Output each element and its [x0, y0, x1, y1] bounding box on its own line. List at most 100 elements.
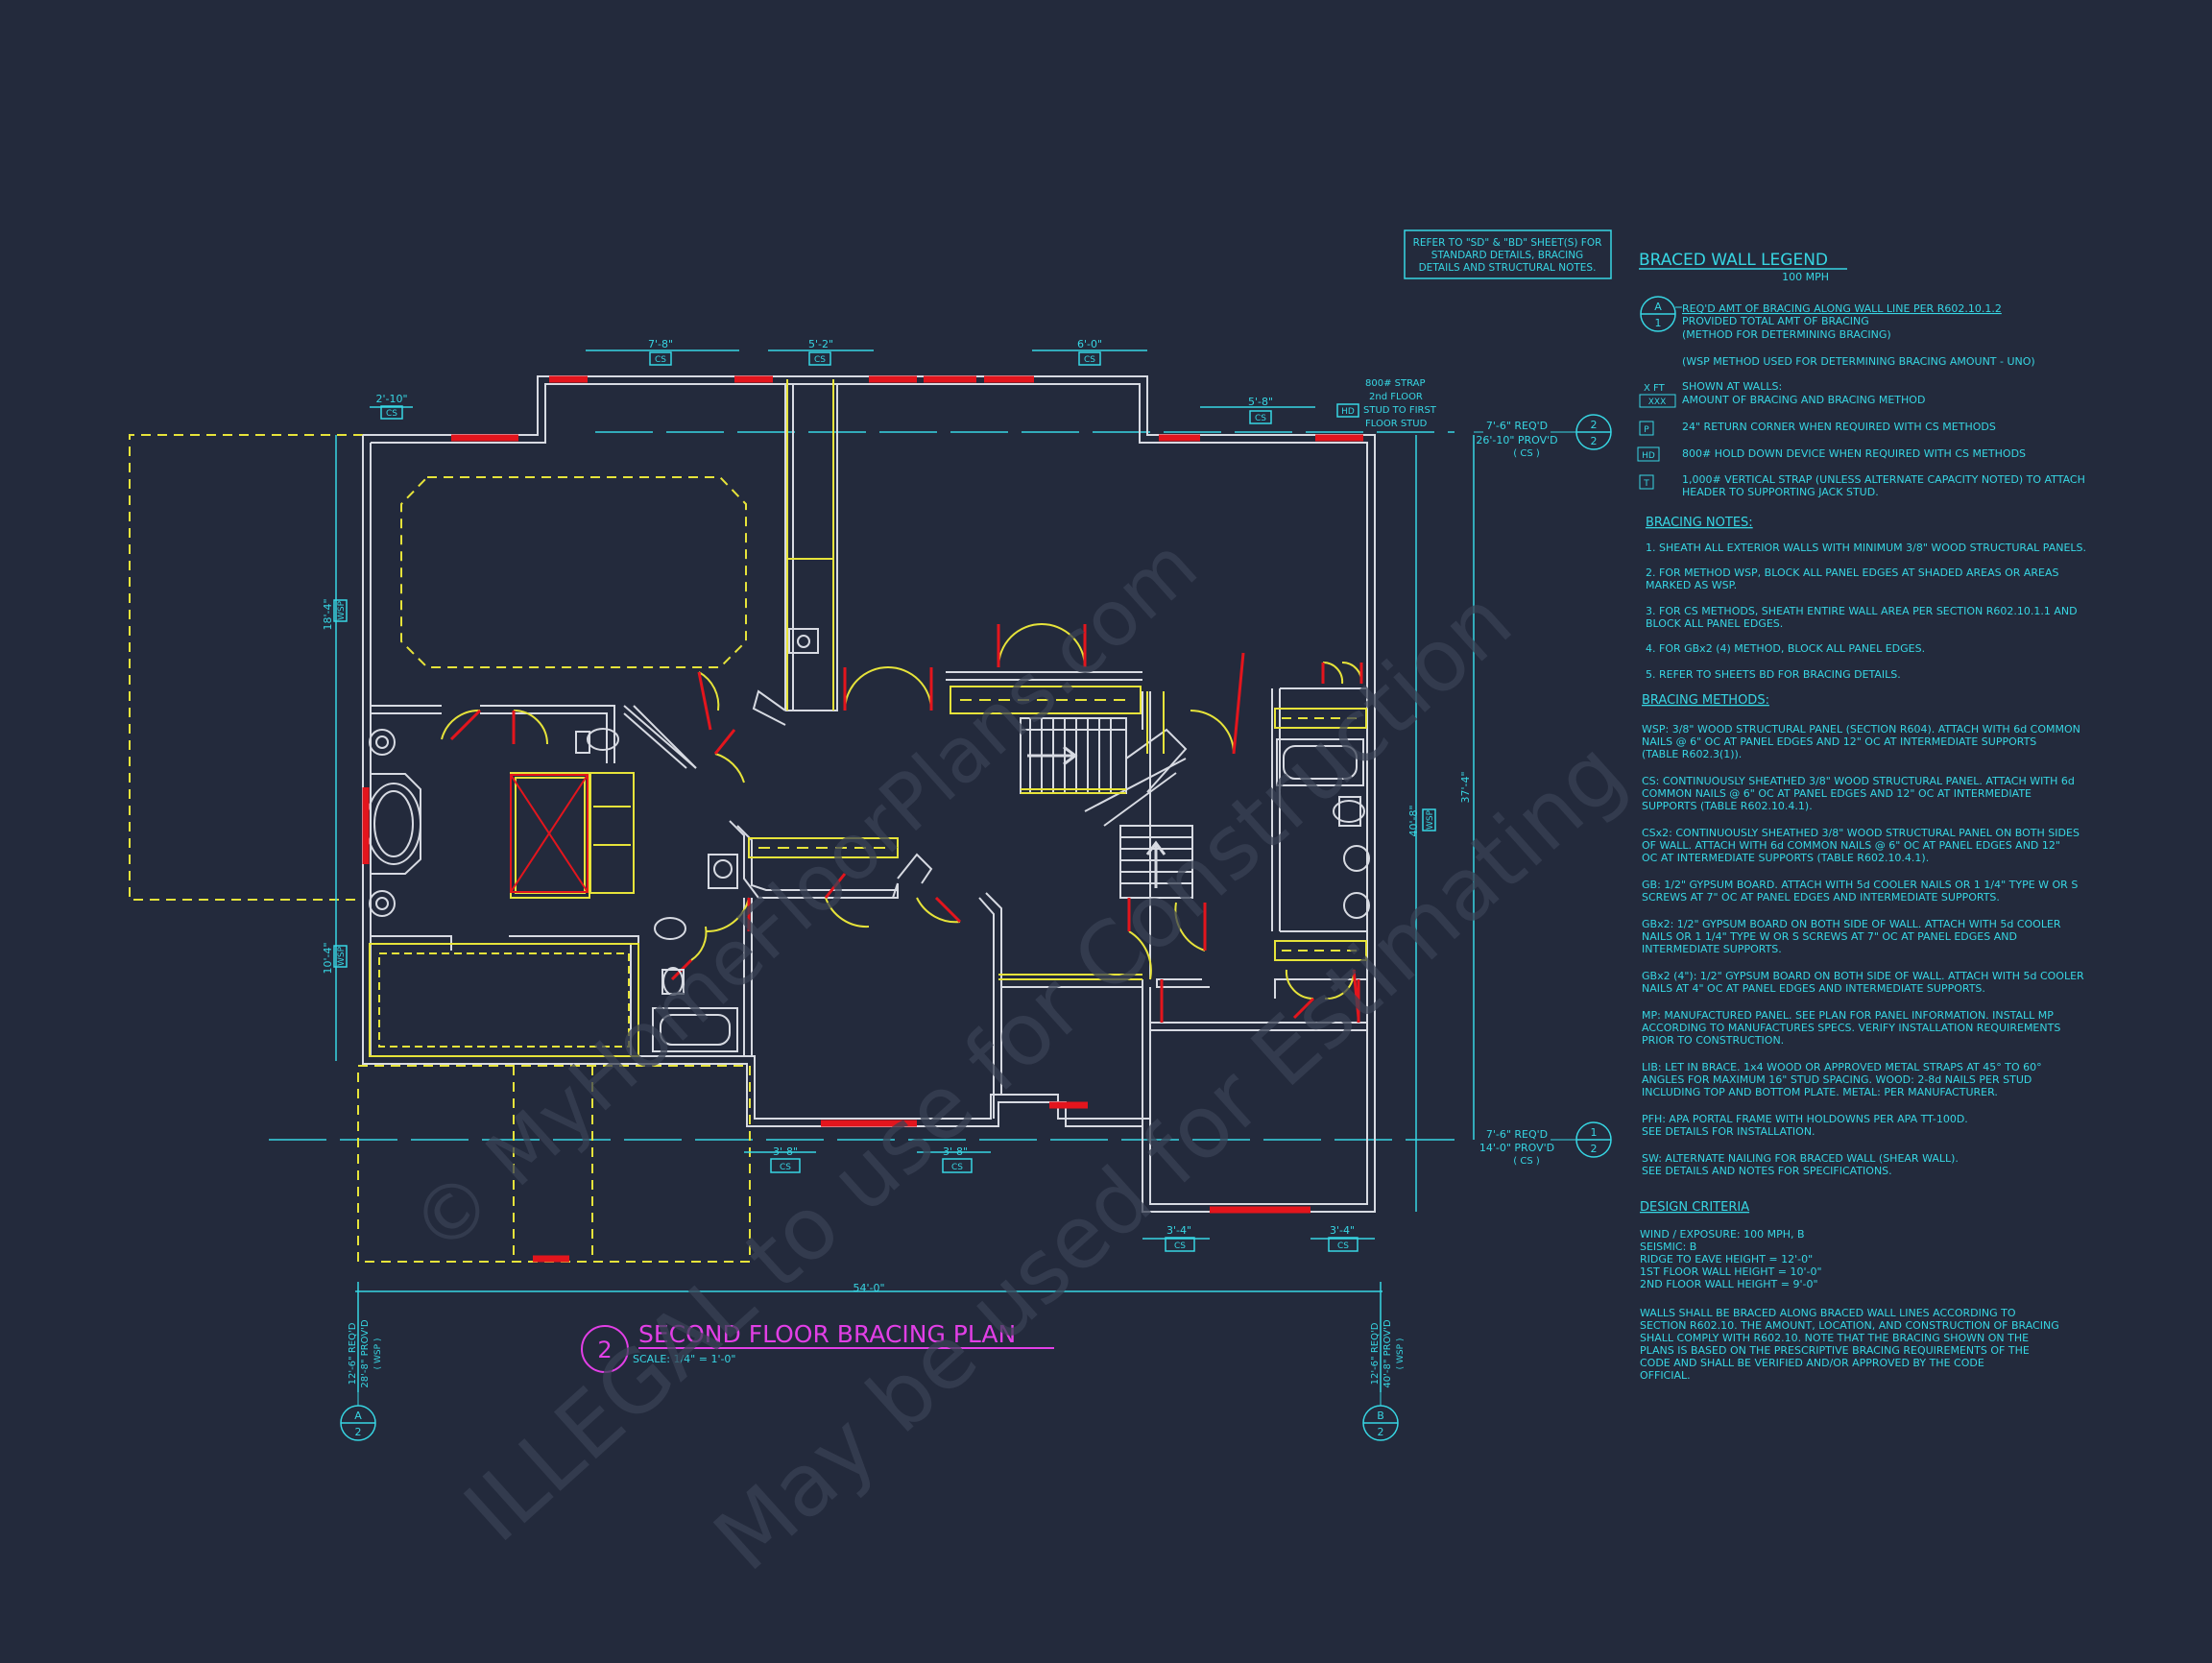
criteria-paragraph-line: PLANS IS BASED ON THE PRESCRIPTIVE BRACI…: [1640, 1344, 2030, 1357]
legend-symbol-t: T: [1643, 479, 1649, 489]
bubble-sheet: 2: [1378, 1426, 1384, 1438]
floor-plan: 7'-8" 5'-2" 6'-0" 2'-10" 5'-8" 3'-8" 3'-…: [129, 338, 1612, 1441]
bracing-notes: BRACING NOTES: 1. SHEATH ALL EXTERIOR WA…: [1646, 516, 2086, 681]
bracing-method-line: NAILS @ 6" OC AT PANEL EDGES AND 12" OC …: [1642, 735, 2036, 748]
criteria-paragraph-line: WALLS SHALL BE BRACED ALONG BRACED WALL …: [1640, 1307, 2016, 1319]
method-tag: CS: [1084, 355, 1095, 365]
bracing-method-line: GBx2: 1/2" GYPSUM BOARD ON BOTH SIDE OF …: [1642, 918, 2061, 930]
refer-note-line: REFER TO "SD" & "BD" SHEET(S) FOR: [1413, 237, 1602, 249]
refer-note-line: DETAILS AND STRUCTURAL NOTES.: [1419, 262, 1597, 274]
criteria-paragraph-line: OFFICIAL.: [1640, 1369, 1691, 1382]
bracing-method-line: SCREWS AT 7" OC AT PANEL EDGES AND INTER…: [1642, 891, 2000, 904]
bubble-wall-line-a: A: [354, 1410, 362, 1422]
wall-line-2-required: 7'-6" REQ'D: [1486, 1128, 1548, 1141]
refer-note-line: STANDARD DETAILS, BRACING: [1431, 250, 1583, 261]
method-tag: CS: [1255, 414, 1266, 423]
bubble-sheet: 2: [355, 1426, 362, 1438]
legend-t-description-2: HEADER TO SUPPORTING JACK STUD.: [1682, 486, 1879, 498]
legend-heading: BRACED WALL LEGEND: [1639, 251, 1828, 270]
criteria-paragraph-line: SHALL COMPLY WITH R602.10. NOTE THAT THE…: [1640, 1332, 2029, 1344]
bracing-method-line: (TABLE R602.3(1)).: [1642, 748, 1742, 760]
bracing-method-line: CSx2: CONTINUOUSLY SHEATHED 3/8" WOOD ST…: [1642, 827, 2080, 839]
structural-yellow: [369, 379, 1367, 1057]
bracing-note-line: 3. FOR CS METHODS, SHEATH ENTIRE WALL AR…: [1646, 605, 2078, 617]
braced-wall-segments: [362, 375, 1363, 1263]
criteria-paragraph-line: CODE AND SHALL BE VERIFIED AND/OR APPROV…: [1640, 1357, 1984, 1369]
criteria-line: 2ND FLOOR WALL HEIGHT = 9'-0": [1640, 1278, 1818, 1290]
wall-line-2-provided: 14'-0" PROV'D: [1479, 1142, 1554, 1154]
wall-line-2-method: ( CS ): [1513, 1156, 1540, 1167]
legend-subheading: 100 MPH: [1782, 271, 1829, 283]
bracing-method-line: SEE DETAILS AND NOTES FOR SPECIFICATIONS…: [1642, 1165, 1892, 1177]
strap-note-line: 2nd FLOOR: [1369, 392, 1423, 402]
bracing-method-line: COMMON NAILS @ 6" OC AT PANEL EDGES AND …: [1642, 787, 2032, 800]
bracing-method-line: LIB: LET IN BRACE. 1x4 WOOD OR APPROVED …: [1642, 1061, 2042, 1073]
bracing-methods: BRACING METHODS: WSP: 3/8" WOOD STRUCTUR…: [1642, 693, 2084, 1177]
method-tag: CS: [1174, 1241, 1186, 1251]
method-tag: CS: [386, 409, 397, 419]
criteria-line: SEISMIC: B: [1640, 1241, 1696, 1253]
bracing-method-line: OC AT INTERMEDIATE SUPPORTS (TABLE R602.…: [1642, 852, 1929, 864]
dim-left-1: 18'-4": [322, 598, 334, 630]
refer-note: REFER TO "SD" & "BD" SHEET(S) FOR STANDA…: [1404, 229, 1612, 279]
dim-right-1: 40'-8": [1407, 805, 1420, 836]
watermark: © MyHomeFloorPlans.com ILLEGAL to use fo…: [394, 520, 1644, 1590]
strap-note-line: STUD TO FIRST: [1363, 405, 1437, 416]
strap-note-line: FLOOR STUD: [1365, 419, 1428, 429]
dim-right-top: 5'-8": [1248, 396, 1273, 408]
title-number-bubble: [581, 1325, 629, 1373]
wall-line-b-method: ( WSP ): [1396, 1338, 1406, 1370]
method-tag: CS: [951, 1163, 963, 1172]
interior-walls: [371, 384, 1367, 1126]
bubble-sheet: 2: [1591, 1143, 1598, 1155]
legend-t-description-1: 1,000# VERTICAL STRAP (UNLESS ALTERNATE …: [1682, 473, 2085, 486]
bubble-wall-line-b: B: [1377, 1410, 1384, 1422]
title-text: SECOND FLOOR BRACING PLAN: [638, 1320, 1016, 1348]
dim-bottom-4: 3'-4": [1330, 1224, 1355, 1237]
method-tag: CS: [655, 355, 666, 365]
criteria-line: 1ST FLOOR WALL HEIGHT = 10'-0": [1640, 1265, 1822, 1278]
legend-p-description: 24" RETURN CORNER WHEN REQUIRED WITH CS …: [1682, 421, 1996, 433]
wall-line-a-provided: 28'-8" PROV'D: [360, 1319, 371, 1387]
legend-required-line: REQ'D AMT OF BRACING ALONG WALL LINE PER…: [1682, 302, 2002, 315]
dim-bottom-3: 3'-4": [1166, 1224, 1191, 1237]
design-criteria-heading: DESIGN CRITERIA: [1640, 1200, 1749, 1215]
title-number: 2: [597, 1337, 612, 1363]
method-tag: WSP: [1426, 809, 1435, 830]
shower: [510, 774, 589, 893]
wall-line-1-required: 7'-6" REQ'D: [1486, 420, 1548, 432]
legend-symbol-xxx: XXX: [1648, 398, 1667, 407]
dim-bottom-2: 3'-8": [943, 1145, 968, 1158]
dim-bottom-1: 3'-8": [773, 1145, 798, 1158]
bubble-wall-line-1: 2: [1591, 419, 1598, 431]
bracing-method-line: NAILS OR 1 1/4" TYPE W OR S SCREWS AT 7"…: [1642, 930, 2017, 943]
bracing-method-line: SEE DETAILS FOR INSTALLATION.: [1642, 1125, 1815, 1138]
wall-line-a-required: 12'-6" REQ'D: [348, 1322, 358, 1385]
staircase: [1020, 717, 1193, 899]
criteria-line: RIDGE TO EAVE HEIGHT = 12'-0": [1640, 1253, 1813, 1265]
legend-shown-at-walls: SHOWN AT WALLS:: [1682, 380, 1782, 393]
bracing-method-line: SW: ALTERNATE NAILING FOR BRACED WALL (S…: [1642, 1152, 1959, 1165]
braced-wall-legend: BRACED WALL LEGEND 100 MPH A 1 REQ'D AMT…: [1637, 251, 2085, 498]
dim-left-2: 10'-4": [322, 942, 334, 974]
wall-line-guides: [269, 431, 1455, 1141]
bracing-notes-heading: BRACING NOTES:: [1646, 516, 1753, 530]
wall-line-1-provided: 26'-10" PROV'D: [1476, 434, 1557, 446]
method-tag: WSP: [337, 946, 347, 966]
method-tag: CS: [1337, 1241, 1349, 1251]
bracing-method-line: GBx2 (4"): 1/2" GYPSUM BOARD ON BOTH SID…: [1642, 970, 2084, 982]
bracing-method-line: GB: 1/2" GYPSUM BOARD. ATTACH WITH 5d CO…: [1642, 879, 2078, 891]
title-scale: SCALE: 1/4" = 1'-0": [633, 1353, 736, 1365]
legend-provided-line: PROVIDED TOTAL AMT OF BRACING: [1682, 315, 1869, 327]
criteria-line: WIND / EXPOSURE: 100 MPH, B: [1640, 1228, 1805, 1241]
bracing-note-line: 2. FOR METHOD WSP, BLOCK ALL PANEL EDGES…: [1646, 566, 2059, 579]
dashed-outlines: [129, 434, 751, 1263]
method-tag: HD: [1341, 407, 1355, 417]
bracing-method-line: ANGLES FOR MAXIMUM 16" STUD SPACING. WOO…: [1642, 1073, 2032, 1086]
dim-top-3: 6'-0": [1077, 338, 1102, 350]
legend-symbol-hd: HD: [1642, 451, 1655, 461]
legend-hd-description: 800# HOLD DOWN DEVICE WHEN REQUIRED WITH…: [1682, 447, 2026, 460]
bracing-methods-heading: BRACING METHODS:: [1642, 693, 1769, 708]
legend-symbol-top: A: [1654, 301, 1662, 313]
